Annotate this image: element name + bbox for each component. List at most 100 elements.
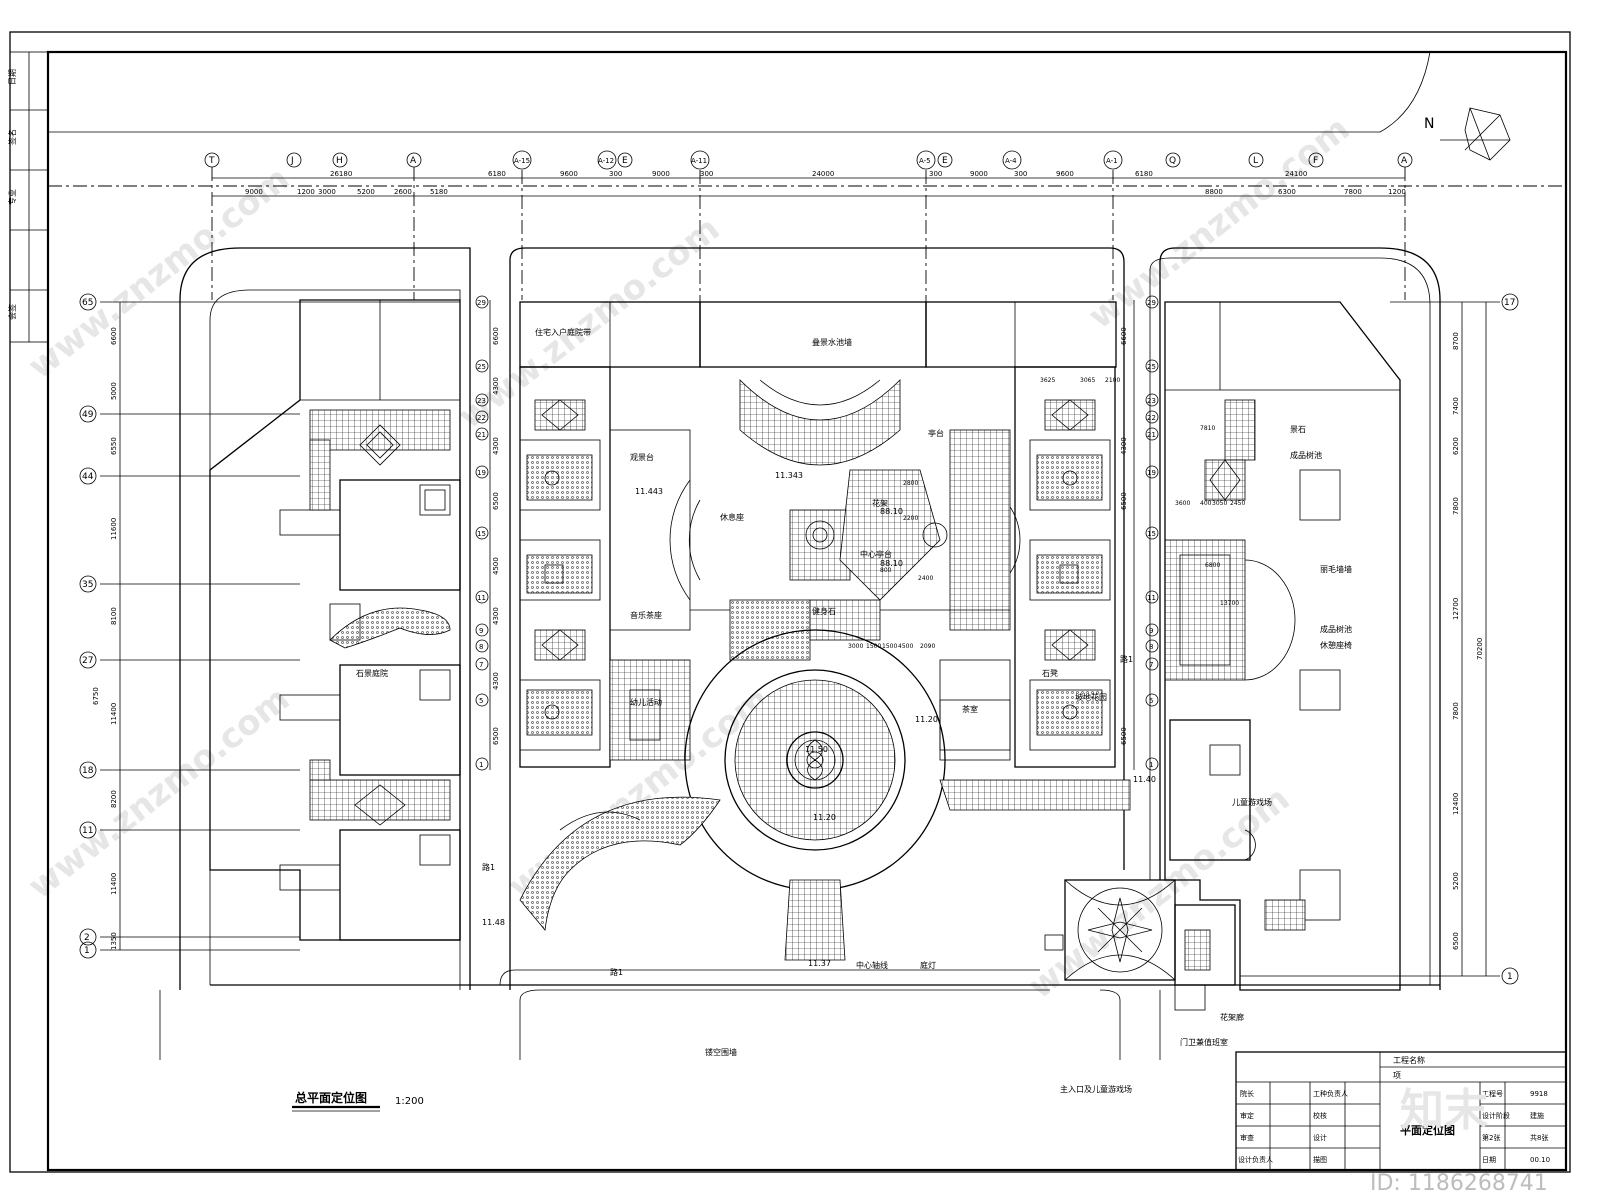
svg-text:44: 44 xyxy=(82,472,94,482)
svg-text:23: 23 xyxy=(1147,397,1156,405)
svg-text:住宅入户庭院带: 住宅入户庭院带 xyxy=(535,327,591,337)
svg-text:A: A xyxy=(410,156,417,166)
svg-text:景石: 景石 xyxy=(1290,425,1306,434)
svg-text:2800: 2800 xyxy=(903,480,918,487)
svg-text:校核: 校核 xyxy=(1313,1111,1327,1120)
svg-text:11.443: 11.443 xyxy=(635,487,663,496)
svg-text:2100: 2100 xyxy=(1105,377,1120,384)
svg-text:L: L xyxy=(1253,156,1258,166)
svg-text:5000: 5000 xyxy=(110,382,118,400)
svg-text:3625: 3625 xyxy=(1040,377,1055,384)
svg-text:成品树池: 成品树池 xyxy=(1290,450,1322,460)
svg-text:门卫兼值班室: 门卫兼值班室 xyxy=(1180,1037,1228,1047)
svg-text:15: 15 xyxy=(1147,530,1156,538)
svg-text:花架: 花架 xyxy=(872,498,888,508)
svg-text:6500: 6500 xyxy=(1452,932,1460,950)
svg-text:A-5: A-5 xyxy=(919,157,931,165)
svg-text:3600: 3600 xyxy=(1175,500,1190,507)
svg-text:8200: 8200 xyxy=(110,790,118,808)
title-block: 工程名称 项 院长 工种负责人 审定 校核 审查 设计 设计负责人 描图 平面定… xyxy=(1235,1051,1567,1171)
svg-text:9: 9 xyxy=(1149,627,1153,635)
svg-text:7: 7 xyxy=(1149,661,1153,669)
svg-text:7810: 7810 xyxy=(1200,425,1215,432)
central-buildings xyxy=(519,301,1117,768)
svg-text:11.50: 11.50 xyxy=(805,745,828,754)
svg-text:H: H xyxy=(336,156,343,166)
svg-text:6200: 6200 xyxy=(1452,437,1460,455)
svg-text:成品树池: 成品树池 xyxy=(1320,624,1352,634)
svg-text:茶室: 茶室 xyxy=(962,704,978,714)
watermark-site: www.znzmo.com xyxy=(21,679,297,907)
svg-text:300: 300 xyxy=(1014,170,1027,178)
svg-text:2: 2 xyxy=(84,933,90,943)
svg-text:12400: 12400 xyxy=(1452,793,1460,815)
svg-text:健身石: 健身石 xyxy=(812,606,836,616)
svg-text:庭灯: 庭灯 xyxy=(920,960,936,970)
svg-text:8: 8 xyxy=(479,643,483,651)
svg-text:800: 800 xyxy=(880,567,892,574)
svg-text:6750: 6750 xyxy=(92,687,100,705)
svg-text:休憩座椅: 休憩座椅 xyxy=(1320,640,1352,650)
watermark-site: www.znzmo.com xyxy=(451,209,727,437)
site-roads xyxy=(159,247,1441,1060)
svg-text:11.20: 11.20 xyxy=(813,813,836,822)
svg-text:第2张: 第2张 xyxy=(1482,1133,1500,1142)
svg-text:6600: 6600 xyxy=(492,327,500,345)
svg-text:24000: 24000 xyxy=(812,170,834,178)
svg-text:9600: 9600 xyxy=(560,170,578,178)
svg-text:9: 9 xyxy=(479,627,483,635)
svg-text:21: 21 xyxy=(1147,431,1156,439)
svg-text:日期: 日期 xyxy=(1482,1156,1496,1164)
right-building xyxy=(1164,301,1401,991)
svg-text:1: 1 xyxy=(1507,972,1513,982)
svg-text:17: 17 xyxy=(1504,298,1515,308)
north-arrow-icon: N xyxy=(1424,107,1511,161)
sheet-border xyxy=(9,31,1571,1173)
svg-text:5200: 5200 xyxy=(357,188,375,196)
drawing-frame xyxy=(46,50,1568,1172)
svg-text:88.10: 88.10 xyxy=(880,507,903,516)
svg-text:亭台: 亭台 xyxy=(928,428,944,438)
right-grid-axes: 17 1 8700 7400 6200 7800 12700 7800 1240… xyxy=(1240,293,1519,985)
svg-text:审查: 审查 xyxy=(1240,1133,1254,1142)
svg-text:5200: 5200 xyxy=(1452,872,1460,890)
tb-project-label: 工程名称 xyxy=(1393,1055,1425,1065)
area-labels: 住宅入户庭院带 叠景水池墙 观景台 音乐茶座 花架 中心亭台 休息座 幼儿活动 … xyxy=(356,327,1352,1094)
svg-text:设计阶段: 设计阶段 xyxy=(1482,1111,1510,1120)
svg-text:Q: Q xyxy=(1169,156,1176,166)
svg-text:1: 1 xyxy=(479,761,483,769)
drawing-title: 总平面定位图 1:200 xyxy=(292,1090,424,1112)
svg-text:6550: 6550 xyxy=(110,437,118,455)
svg-text:3000: 3000 xyxy=(848,643,863,650)
svg-text:11.37: 11.37 xyxy=(808,959,831,968)
svg-text:1200: 1200 xyxy=(1388,188,1406,196)
svg-text:19: 19 xyxy=(1147,469,1156,477)
svg-text:审定: 审定 xyxy=(1240,1111,1254,1120)
tb-drawing-name: 平面定位图 xyxy=(1400,1123,1455,1137)
svg-text:设计: 设计 xyxy=(1313,1133,1327,1142)
svg-text:A-1: A-1 xyxy=(1106,157,1118,165)
svg-text:院长: 院长 xyxy=(1240,1089,1254,1098)
svg-text:休息座: 休息座 xyxy=(720,512,744,522)
svg-text:儿童游戏场: 儿童游戏场 xyxy=(1232,797,1272,807)
strip-label: 会签 xyxy=(7,304,17,320)
svg-text:9600: 9600 xyxy=(1056,170,1074,178)
svg-text:88.10: 88.10 xyxy=(880,559,903,568)
svg-text:路1: 路1 xyxy=(610,967,623,977)
svg-text:F: F xyxy=(1313,156,1318,166)
svg-text:1200: 1200 xyxy=(297,188,315,196)
svg-text:J: J xyxy=(290,156,294,166)
svg-text:路1: 路1 xyxy=(482,862,495,872)
svg-text:音乐茶座: 音乐茶座 xyxy=(630,610,662,620)
svg-text:27: 27 xyxy=(82,656,93,666)
svg-text:29: 29 xyxy=(477,299,486,307)
svg-text:6300: 6300 xyxy=(1278,188,1296,196)
street-edge xyxy=(48,51,1431,133)
svg-text:4300: 4300 xyxy=(492,607,500,625)
signoff-strip: 日期 签名 专业 会签 xyxy=(7,51,49,343)
drawing-title-text: 总平面定位图 xyxy=(295,1090,367,1105)
svg-text:8700: 8700 xyxy=(1452,332,1460,350)
svg-text:T: T xyxy=(208,156,215,166)
svg-text:25: 25 xyxy=(1147,363,1156,371)
